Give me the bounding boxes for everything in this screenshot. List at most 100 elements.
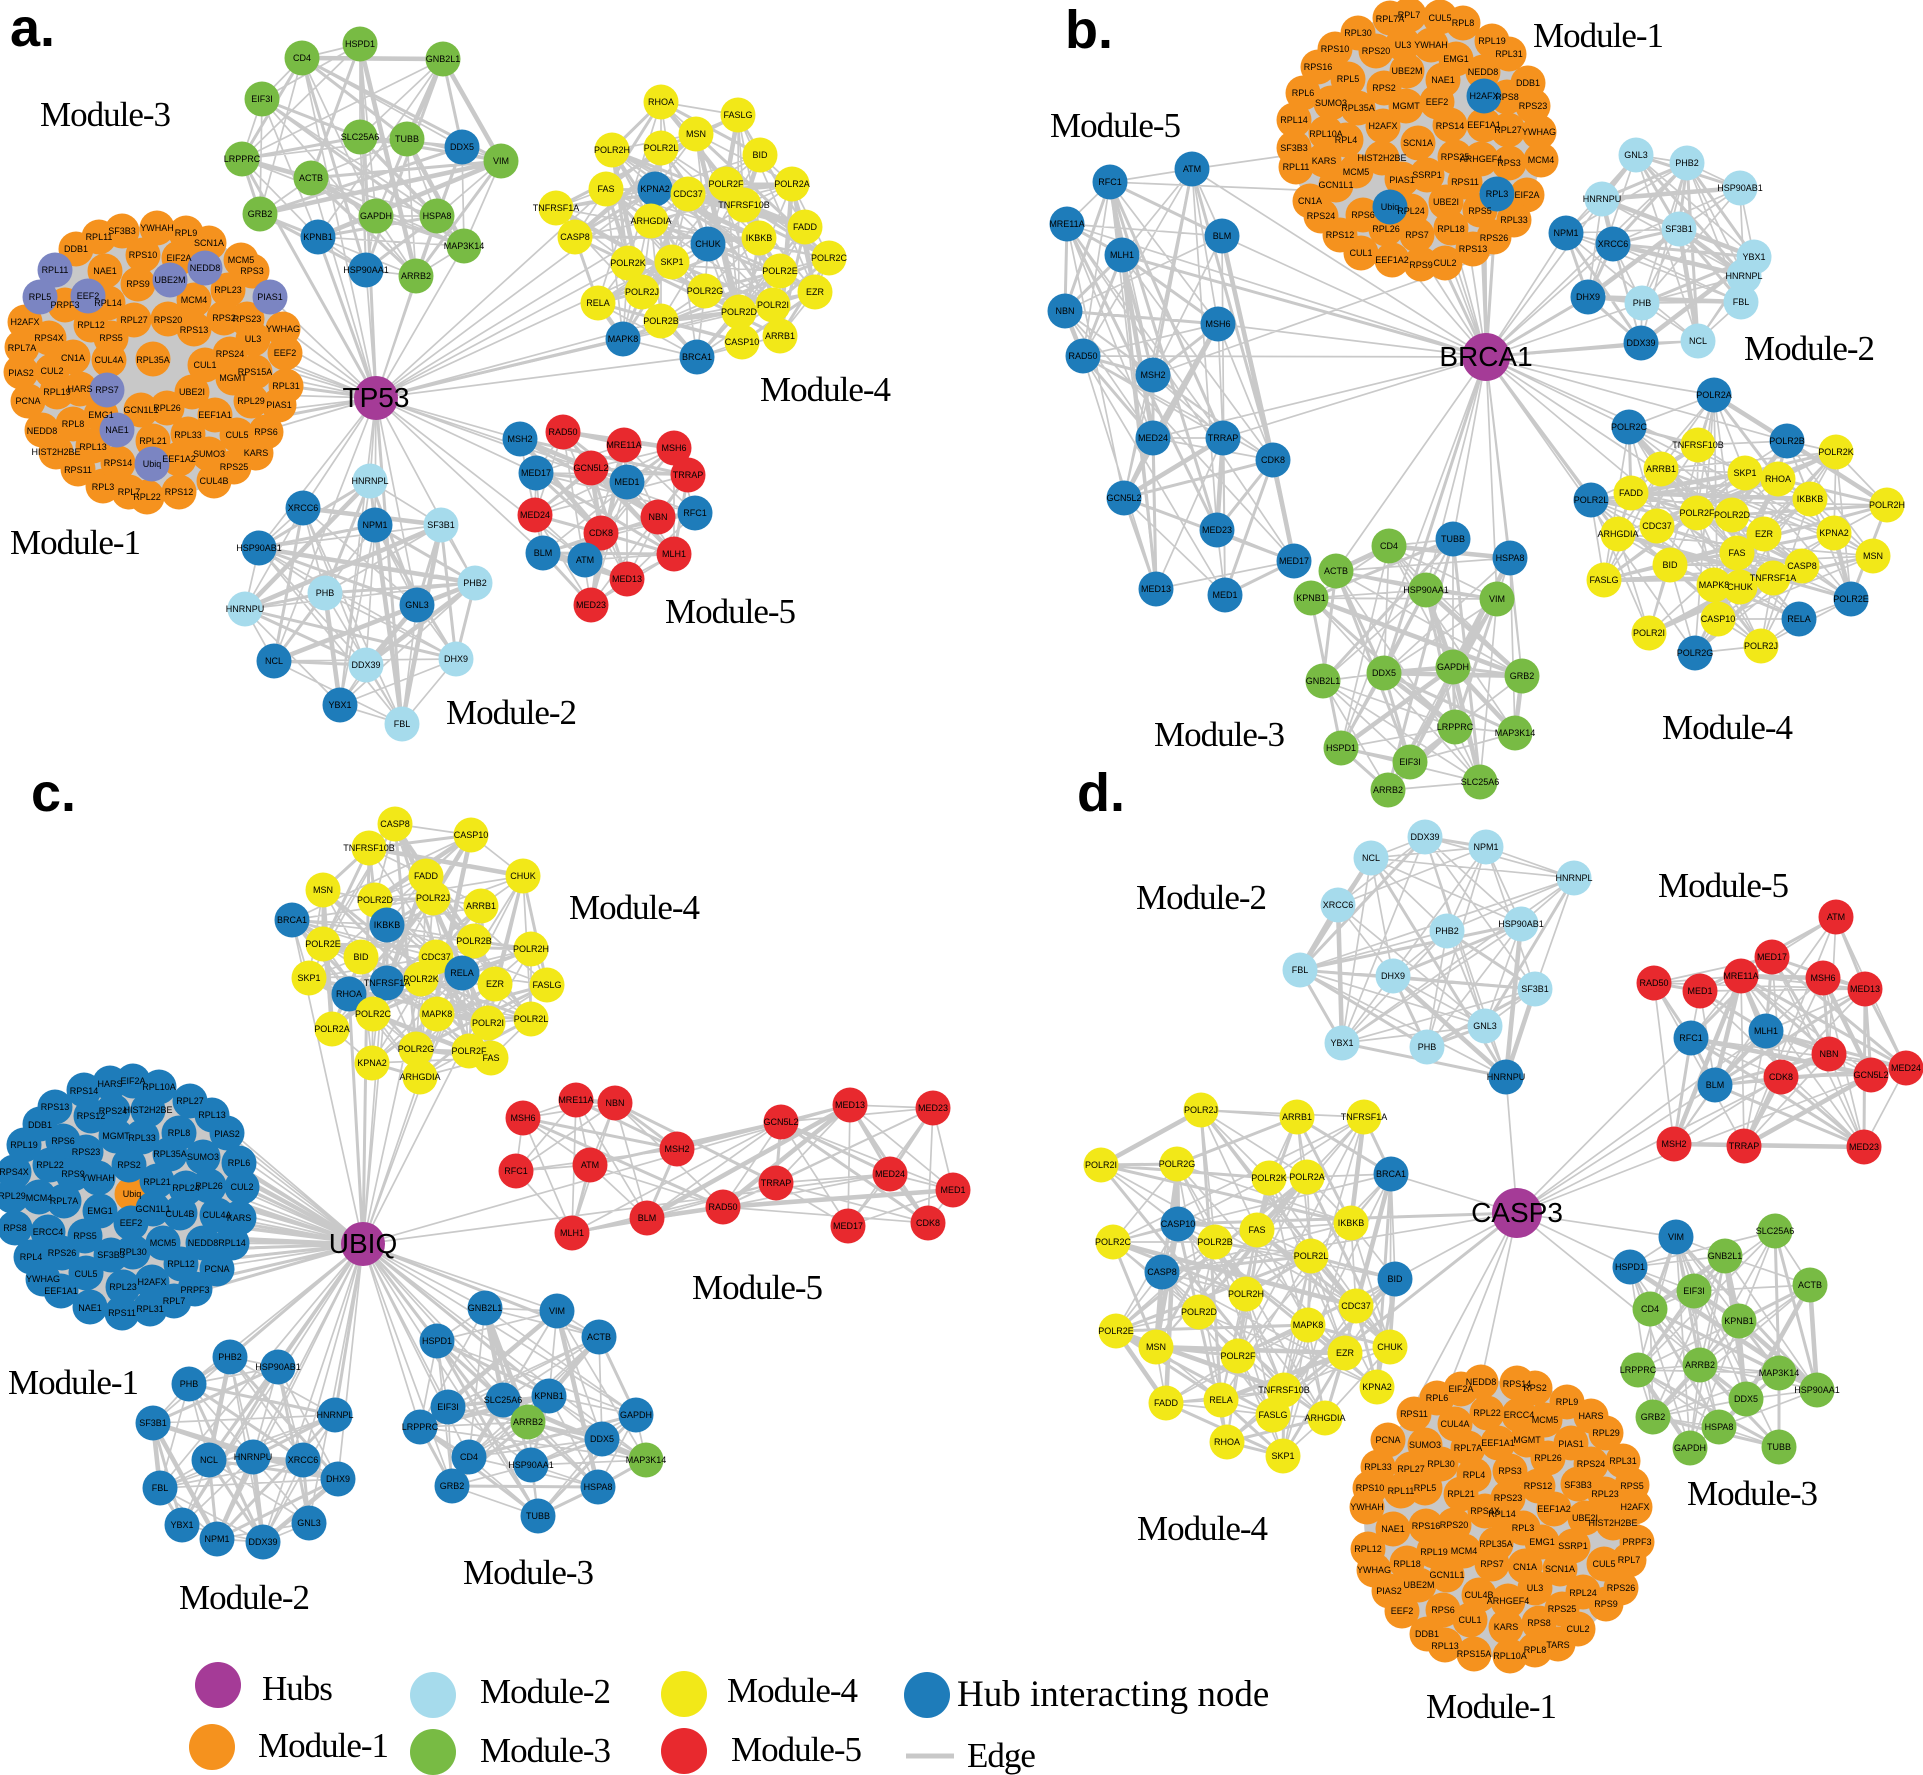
svg-text:GCN5L2: GCN5L2 bbox=[763, 1117, 798, 1127]
svg-text:ARRB2: ARRB2 bbox=[513, 1417, 543, 1427]
svg-text:HSP90AA1: HSP90AA1 bbox=[1403, 585, 1449, 595]
svg-text:CDC37: CDC37 bbox=[1341, 1301, 1371, 1311]
svg-text:RPS12: RPS12 bbox=[1524, 1481, 1553, 1491]
svg-text:PHB: PHB bbox=[1418, 1042, 1437, 1052]
svg-text:KPNB1: KPNB1 bbox=[534, 1391, 564, 1401]
svg-text:DDX5: DDX5 bbox=[1372, 668, 1396, 678]
svg-text:RPS16: RPS16 bbox=[1304, 62, 1333, 72]
svg-text:MED24: MED24 bbox=[1138, 433, 1168, 443]
svg-text:MSN: MSN bbox=[313, 885, 333, 895]
svg-text:GRB2: GRB2 bbox=[1510, 671, 1535, 681]
svg-text:RPS8: RPS8 bbox=[3, 1223, 27, 1233]
svg-text:RPS5: RPS5 bbox=[1468, 206, 1492, 216]
svg-text:SF3B1: SF3B1 bbox=[1665, 224, 1693, 234]
svg-text:POLR2K: POLR2K bbox=[1818, 447, 1854, 457]
svg-text:XRCC6: XRCC6 bbox=[1323, 900, 1354, 910]
svg-text:RHOA: RHOA bbox=[648, 97, 674, 107]
svg-text:SF3B3: SF3B3 bbox=[1564, 1480, 1592, 1490]
svg-text:CHUK: CHUK bbox=[695, 239, 721, 249]
svg-text:RPL30: RPL30 bbox=[1427, 1459, 1455, 1469]
svg-text:EEF2: EEF2 bbox=[1426, 97, 1449, 107]
svg-text:BID: BID bbox=[1387, 1274, 1403, 1284]
svg-text:YWHAG: YWHAG bbox=[26, 1274, 60, 1284]
svg-text:MED1: MED1 bbox=[614, 477, 639, 487]
svg-text:EMG1: EMG1 bbox=[88, 410, 114, 420]
svg-text:RPS25: RPS25 bbox=[1548, 1604, 1577, 1614]
svg-text:POLR2A: POLR2A bbox=[1289, 1172, 1325, 1182]
svg-text:RPS14: RPS14 bbox=[1436, 121, 1465, 131]
svg-text:ATM: ATM bbox=[576, 555, 594, 565]
svg-text:RPL31: RPL31 bbox=[1495, 49, 1523, 59]
svg-text:XRCC6: XRCC6 bbox=[1598, 239, 1629, 249]
svg-text:GCN1L1: GCN1L1 bbox=[135, 1204, 170, 1214]
svg-text:Module-2: Module-2 bbox=[446, 693, 576, 732]
svg-text:DDX39: DDX39 bbox=[1626, 338, 1655, 348]
svg-text:RPL13: RPL13 bbox=[79, 442, 107, 452]
svg-text:EEF2: EEF2 bbox=[120, 1218, 143, 1228]
svg-text:FADD: FADD bbox=[793, 222, 818, 232]
svg-text:CUL4A: CUL4A bbox=[202, 1210, 231, 1220]
svg-text:GCN1L1: GCN1L1 bbox=[1318, 180, 1353, 190]
svg-text:RPL6: RPL6 bbox=[1426, 1393, 1449, 1403]
svg-text:EZR: EZR bbox=[1336, 1348, 1355, 1358]
svg-text:VIM: VIM bbox=[549, 1306, 565, 1316]
svg-text:RPS7: RPS7 bbox=[95, 385, 119, 395]
svg-text:CHUK: CHUK bbox=[1377, 1342, 1403, 1352]
svg-text:RPS4X: RPS4X bbox=[0, 1167, 29, 1177]
svg-text:SKP1: SKP1 bbox=[1271, 1451, 1294, 1461]
svg-text:CUL1: CUL1 bbox=[1458, 1615, 1481, 1625]
svg-text:POLR2I: POLR2I bbox=[757, 300, 789, 310]
svg-text:LRPPRC: LRPPRC bbox=[1437, 722, 1474, 732]
svg-text:EMG1: EMG1 bbox=[1443, 54, 1469, 64]
svg-text:POLR2F: POLR2F bbox=[1679, 508, 1715, 518]
svg-text:HNRNPU: HNRNPU bbox=[226, 604, 265, 614]
svg-text:H2AFX: H2AFX bbox=[1469, 91, 1498, 101]
svg-text:RPL31: RPL31 bbox=[272, 381, 300, 391]
svg-text:FAS: FAS bbox=[597, 184, 614, 194]
svg-text:BRCA1: BRCA1 bbox=[682, 352, 712, 362]
svg-text:YWHAH: YWHAH bbox=[81, 1173, 115, 1183]
svg-text:RPS16: RPS16 bbox=[1412, 1521, 1441, 1531]
svg-text:RPL27: RPL27 bbox=[120, 315, 148, 325]
svg-text:RPS6: RPS6 bbox=[254, 427, 278, 437]
svg-text:RPL26: RPL26 bbox=[153, 403, 181, 413]
svg-text:EIF3I: EIF3I bbox=[1683, 1286, 1705, 1296]
svg-text:EZR: EZR bbox=[806, 287, 825, 297]
svg-text:TRRAP: TRRAP bbox=[1208, 433, 1239, 443]
svg-text:HNRNPU: HNRNPU bbox=[1487, 1072, 1526, 1082]
svg-text:RPL21: RPL21 bbox=[139, 436, 167, 446]
svg-text:SF3B1: SF3B1 bbox=[139, 1418, 167, 1428]
svg-text:NCL: NCL bbox=[1689, 336, 1707, 346]
svg-text:H2AFX: H2AFX bbox=[10, 317, 39, 327]
svg-text:Module-2: Module-2 bbox=[480, 1672, 610, 1711]
svg-text:RPL6: RPL6 bbox=[1292, 88, 1315, 98]
svg-text:Module-2: Module-2 bbox=[1136, 878, 1266, 917]
svg-text:CUL4B: CUL4B bbox=[1464, 1590, 1493, 1600]
svg-text:POLR2I: POLR2I bbox=[1085, 1160, 1117, 1170]
svg-text:CUL2: CUL2 bbox=[230, 1182, 253, 1192]
svg-text:DDX5: DDX5 bbox=[450, 142, 474, 152]
svg-text:RPL19: RPL19 bbox=[1420, 1547, 1448, 1557]
svg-text:CN1A: CN1A bbox=[1298, 196, 1322, 206]
svg-text:RPL23: RPL23 bbox=[109, 1282, 137, 1292]
svg-text:Module-2: Module-2 bbox=[179, 1578, 309, 1617]
svg-text:POLR2E: POLR2E bbox=[1833, 594, 1869, 604]
svg-text:Module-4: Module-4 bbox=[1137, 1509, 1268, 1548]
svg-text:PHB: PHB bbox=[316, 588, 335, 598]
svg-text:RPS13: RPS13 bbox=[1459, 244, 1488, 254]
svg-text:Module-1: Module-1 bbox=[258, 1726, 388, 1765]
svg-text:CASP10: CASP10 bbox=[725, 337, 760, 347]
svg-text:TARS: TARS bbox=[1546, 1640, 1569, 1650]
svg-text:RPS4X: RPS4X bbox=[1470, 1506, 1500, 1516]
svg-text:EIF3I: EIF3I bbox=[1399, 757, 1421, 767]
svg-text:RPL7: RPL7 bbox=[1398, 10, 1421, 20]
svg-text:RPL22: RPL22 bbox=[1473, 1408, 1501, 1418]
svg-text:RPL7: RPL7 bbox=[163, 1296, 186, 1306]
svg-text:EEF2: EEF2 bbox=[1391, 1606, 1414, 1616]
svg-text:NEDD8: NEDD8 bbox=[190, 263, 221, 273]
svg-text:MED17: MED17 bbox=[1757, 952, 1787, 962]
svg-text:UBIQ: UBIQ bbox=[329, 1228, 397, 1259]
svg-text:ATM: ATM bbox=[1183, 164, 1201, 174]
svg-text:RPS24: RPS24 bbox=[1577, 1459, 1606, 1469]
svg-text:KPNA2: KPNA2 bbox=[640, 184, 670, 194]
